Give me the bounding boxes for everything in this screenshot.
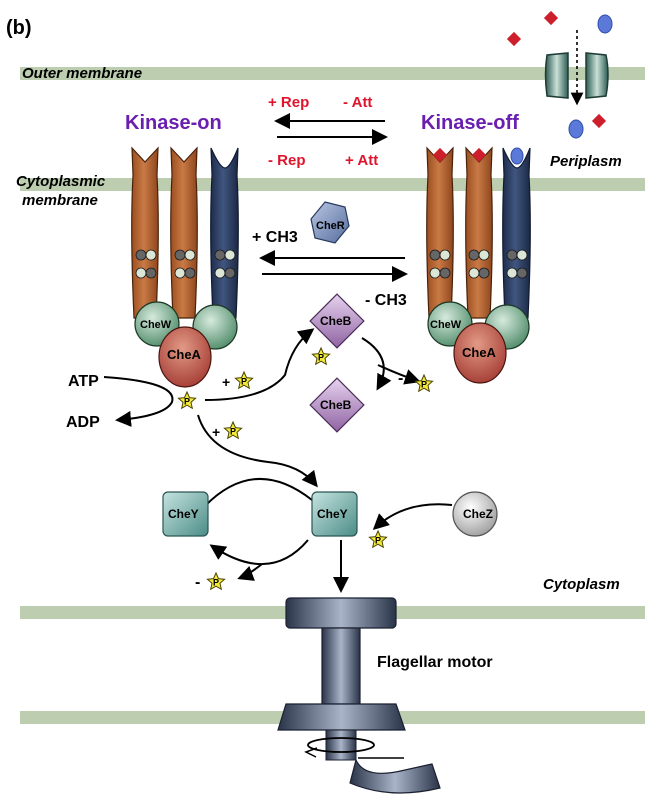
chez-protein <box>452 491 498 537</box>
cheb-protein <box>309 377 365 433</box>
cheb-phospho-protein <box>309 293 365 349</box>
cheb-label-top: CheB <box>320 314 352 328</box>
adp-label: ADP <box>66 414 100 431</box>
kinase-off-label: Kinase-off <box>421 112 519 134</box>
plus-rep-label: + Rep <box>268 94 309 111</box>
receptor-array-kinase-on <box>131 146 239 388</box>
plus-sign-chey: + <box>212 424 220 440</box>
chea-to-chey-arrow <box>197 414 318 488</box>
phosphate-on-cheb-label: P <box>318 353 324 363</box>
receptor-array-kinase-off <box>426 146 531 384</box>
chey-release-p-arrow <box>237 563 263 581</box>
minus-rep-label: - Rep <box>268 152 306 169</box>
outer-membrane-porin <box>544 30 609 106</box>
flagellar-motor <box>277 597 441 794</box>
cytoplasmic-membrane-band <box>20 178 645 191</box>
chew-label-right: CheW <box>430 319 462 331</box>
chea-label-left: CheA <box>167 347 202 362</box>
phosphate-group-set: P P P P P P P <box>177 346 434 591</box>
phosphate-to-chey-label: P <box>230 427 236 437</box>
chey-phospho-protein <box>311 491 358 537</box>
phosphate-on-chey-label: P <box>375 536 381 546</box>
plus-sign-cheb: + <box>222 374 230 390</box>
chez-action-arrow <box>372 503 453 531</box>
chew-label-left: CheW <box>140 319 172 331</box>
chey-cycle-top <box>204 478 313 507</box>
cheb-dephosphorylation-arrow <box>361 337 392 391</box>
phosphate-released-cheb-star <box>414 373 434 393</box>
chea-label-right: CheA <box>462 345 497 360</box>
panel-label: (b) <box>6 17 32 39</box>
phosphate-on-cheb-star <box>311 346 331 366</box>
outer-membrane-label: Outer membrane <box>22 65 142 82</box>
phosphate-released-chey-star <box>206 571 226 591</box>
plus-ch3-label: + CH3 <box>252 229 298 246</box>
chey-dephosphorylation-arrow <box>209 539 309 566</box>
phosphate-chea-label: P <box>184 397 190 407</box>
phosphate-chea-star <box>177 390 197 410</box>
atp-label: ATP <box>68 373 99 390</box>
cytoplasmic-membrane-label-2: membrane <box>22 192 98 209</box>
plus-att-label: + Att <box>345 152 378 169</box>
phosphate-to-chey-star <box>223 420 243 440</box>
chea-to-cheb-arrow <box>204 328 315 401</box>
chey-protein <box>162 491 209 537</box>
periplasm-label: Periplasm <box>550 153 622 170</box>
attractant-ligands <box>568 14 613 139</box>
phosphate-to-cheb-star <box>234 370 254 390</box>
phosphate-released-chey-label: P <box>213 578 219 588</box>
phosphate-to-cheb-label: P <box>241 377 247 387</box>
chez-label: CheZ <box>463 507 493 521</box>
kinase-on-label: Kinase-on <box>125 112 222 134</box>
minus-sign-chey: - <box>195 574 200 591</box>
cher-label: CheR <box>316 220 345 232</box>
cheb-release-p-arrow <box>377 364 421 385</box>
minus-sign-cheb: - <box>398 370 403 387</box>
chey-label-left: CheY <box>168 507 199 521</box>
cytoplasmic-membrane-label-1: Cytoplasmic <box>16 173 106 190</box>
minus-ch3-label: - CH3 <box>365 292 407 309</box>
atp-hydrolysis-arrow <box>103 376 174 427</box>
phosphate-on-chey-star <box>368 529 388 549</box>
flagellar-motor-label: Flagellar motor <box>377 654 493 671</box>
cheb-label-bottom: CheB <box>320 398 352 412</box>
chey-label-right: CheY <box>317 507 348 521</box>
cytoplasm-label: Cytoplasm <box>543 576 620 593</box>
cher-protein <box>310 201 350 244</box>
repellent-ligands <box>506 10 607 129</box>
outer-membrane-band <box>20 67 645 80</box>
phosphate-released-cheb-label: P <box>421 380 427 390</box>
minus-att-label: - Att <box>343 94 372 111</box>
